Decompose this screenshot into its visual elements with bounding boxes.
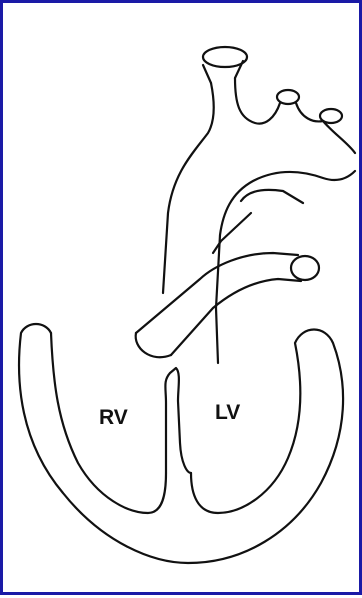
- brachiocephalic-opening: [203, 47, 247, 67]
- aorta: [216, 171, 355, 363]
- carotid-opening: [277, 90, 299, 104]
- rv-label: RV: [99, 406, 128, 429]
- lv-label: LV: [215, 401, 240, 424]
- ascending-aorta-wall: [163, 83, 214, 293]
- interventricular-septum: [165, 368, 191, 473]
- descending-aorta-contour: [323, 121, 355, 153]
- pulmonary-trunk-base: [136, 333, 171, 357]
- heart-diagram: RV LV: [3, 3, 362, 598]
- pulmonary-trunk-end: [291, 256, 319, 280]
